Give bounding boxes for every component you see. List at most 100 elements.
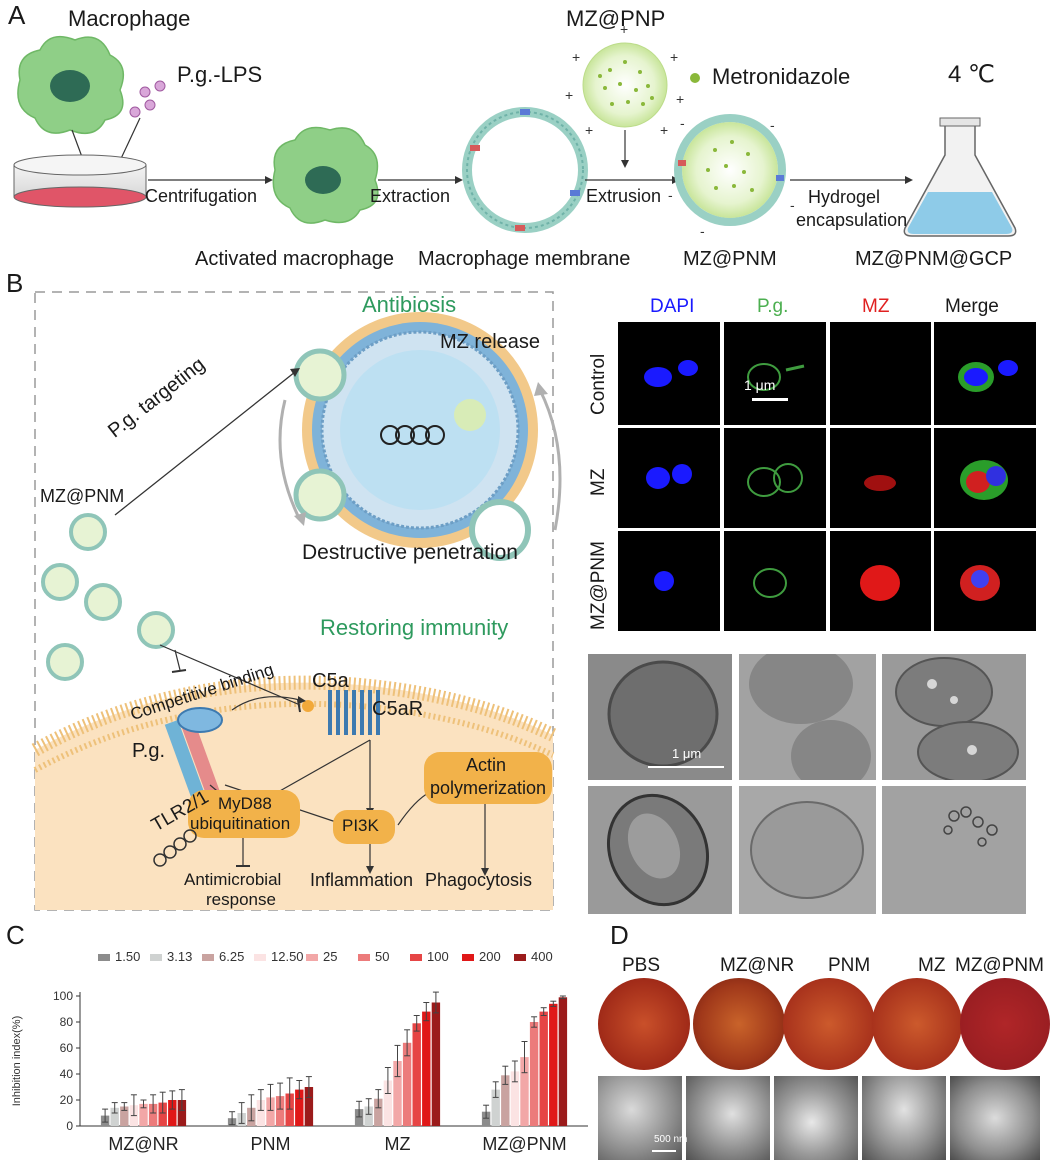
actin-node bbox=[424, 752, 552, 804]
c5ar-label: C5aR bbox=[372, 698, 424, 720]
legend-label: 25 bbox=[323, 949, 337, 964]
legend-swatch bbox=[358, 954, 370, 961]
x-category-label: MZ bbox=[385, 1134, 411, 1154]
bar bbox=[383, 1080, 393, 1126]
legend-label: 1.50 bbox=[115, 949, 140, 964]
fluor-col-pg: P.g. bbox=[757, 296, 789, 317]
y-tick-label: 80 bbox=[60, 1015, 74, 1029]
mz-pnm-gcp-label: MZ@PNM@GCP bbox=[855, 248, 1013, 270]
svg-text:-: - bbox=[680, 115, 685, 131]
pg-label: P.g. bbox=[132, 740, 165, 762]
tem-image-4 bbox=[588, 786, 732, 914]
bar bbox=[558, 997, 568, 1126]
extraction-label: Extraction bbox=[370, 186, 451, 206]
inflammation-label: Inflammation bbox=[310, 870, 414, 890]
legend-label: 3.13 bbox=[167, 949, 192, 964]
tem-image-2 bbox=[739, 654, 876, 780]
bar bbox=[539, 1011, 548, 1126]
sem-image-1 bbox=[598, 1076, 682, 1160]
svg-text:+: + bbox=[572, 49, 580, 65]
svg-text:+: + bbox=[565, 87, 573, 103]
bar bbox=[304, 1087, 314, 1126]
encapsulation-label: encapsulation bbox=[796, 210, 908, 230]
bar bbox=[393, 1061, 402, 1126]
nanoparticle-cluster-icon bbox=[41, 513, 175, 681]
agar-dish-pnm bbox=[783, 978, 875, 1070]
fluor-cell-mz-mz bbox=[830, 428, 931, 528]
mz-pnp-nanoparticle-icon: +++ ++++ bbox=[565, 21, 684, 138]
y-axis-title: Inhibition index(%) bbox=[11, 1016, 23, 1107]
svg-text:+: + bbox=[660, 122, 668, 138]
bar bbox=[354, 1109, 364, 1126]
agar-dish-mzpnm bbox=[960, 978, 1050, 1070]
dish-label-pnm: PNM bbox=[828, 955, 871, 976]
bar bbox=[501, 1075, 510, 1126]
bar bbox=[402, 1042, 412, 1126]
pi3k-node bbox=[333, 810, 395, 844]
panel-label-c: C bbox=[6, 920, 25, 950]
sem-scale-bar bbox=[652, 1150, 676, 1152]
legend-label: 12.50 bbox=[271, 949, 304, 964]
mz-pnm-label-b: MZ@PNM bbox=[40, 486, 125, 506]
fluor-cell-mzpnm-dapi bbox=[618, 531, 720, 631]
agar-dish-mz bbox=[872, 978, 962, 1070]
lps-particles-icon bbox=[129, 80, 166, 118]
antibiosis-title: Antibiosis bbox=[362, 292, 457, 317]
panel-label-b: B bbox=[6, 268, 24, 298]
bar bbox=[295, 1089, 304, 1126]
legend-label: 50 bbox=[375, 949, 389, 964]
flask-icon bbox=[903, 117, 1017, 237]
fluor-cell-mzpnm-mz bbox=[830, 531, 931, 631]
fluor-cell-control-dapi bbox=[618, 322, 720, 425]
c5a-label: C5a bbox=[312, 670, 349, 692]
destructive-penetration-label: Destructive penetration bbox=[302, 541, 518, 564]
bar bbox=[275, 1096, 285, 1126]
activated-macrophage-icon bbox=[272, 126, 379, 224]
legend-swatch bbox=[306, 954, 318, 961]
fluor-cell-mzpnm-pg bbox=[724, 531, 826, 631]
bar bbox=[431, 1002, 441, 1126]
macrophage-membrane-label: Macrophage membrane bbox=[418, 248, 631, 270]
fluor-cell-control-pg bbox=[724, 322, 826, 425]
antimicrobial-label: Antimicrobial bbox=[184, 870, 282, 889]
response-label: response bbox=[206, 890, 276, 909]
myd88-node bbox=[188, 790, 300, 838]
svg-text:+: + bbox=[585, 122, 593, 138]
bar bbox=[177, 1100, 187, 1126]
fluor-cell-control-mz bbox=[830, 322, 931, 425]
extrusion-label: Extrusion bbox=[586, 186, 662, 206]
dish-label-mznr: MZ@NR bbox=[720, 955, 795, 976]
legend-label: 200 bbox=[479, 949, 501, 964]
bacterium-icon bbox=[293, 312, 538, 561]
svg-text:-: - bbox=[770, 117, 775, 133]
bar bbox=[491, 1089, 500, 1126]
fluor-cell-mz-dapi bbox=[618, 428, 720, 528]
tlr-receptor-icon bbox=[164, 707, 223, 800]
sem-image-4 bbox=[862, 1076, 946, 1160]
sem-scale-label: 500 nm bbox=[654, 1134, 688, 1145]
bar bbox=[158, 1102, 167, 1126]
polymerization-label: polymerization bbox=[430, 778, 547, 798]
dish-label-pbs: PBS bbox=[622, 955, 661, 976]
tem-image-5 bbox=[739, 786, 876, 914]
bar bbox=[422, 1011, 431, 1126]
y-tick-label: 0 bbox=[66, 1119, 73, 1133]
legend-swatch bbox=[202, 954, 214, 961]
svg-text:+: + bbox=[620, 21, 628, 37]
metronidazole-dot-icon bbox=[690, 73, 700, 83]
dish-label-mz: MZ bbox=[918, 955, 946, 976]
fluor-scale-label: 1 μm bbox=[744, 377, 776, 393]
dish-label-mzpnm: MZ@PNM bbox=[955, 955, 1044, 976]
tem-scale-label: 1 μm bbox=[672, 746, 702, 761]
temperature-label: 4 ℃ bbox=[948, 61, 995, 88]
fluor-cell-control-merge bbox=[934, 322, 1036, 425]
tem-image-1 bbox=[588, 654, 732, 780]
legend-swatch bbox=[410, 954, 422, 961]
bar bbox=[285, 1093, 294, 1126]
membrane-vesicle-icon bbox=[462, 107, 588, 233]
culture-dish-icon bbox=[13, 154, 147, 208]
legend-label: 6.25 bbox=[219, 949, 244, 964]
legend-swatch bbox=[514, 954, 526, 961]
fluor-scale-bar bbox=[752, 398, 788, 401]
